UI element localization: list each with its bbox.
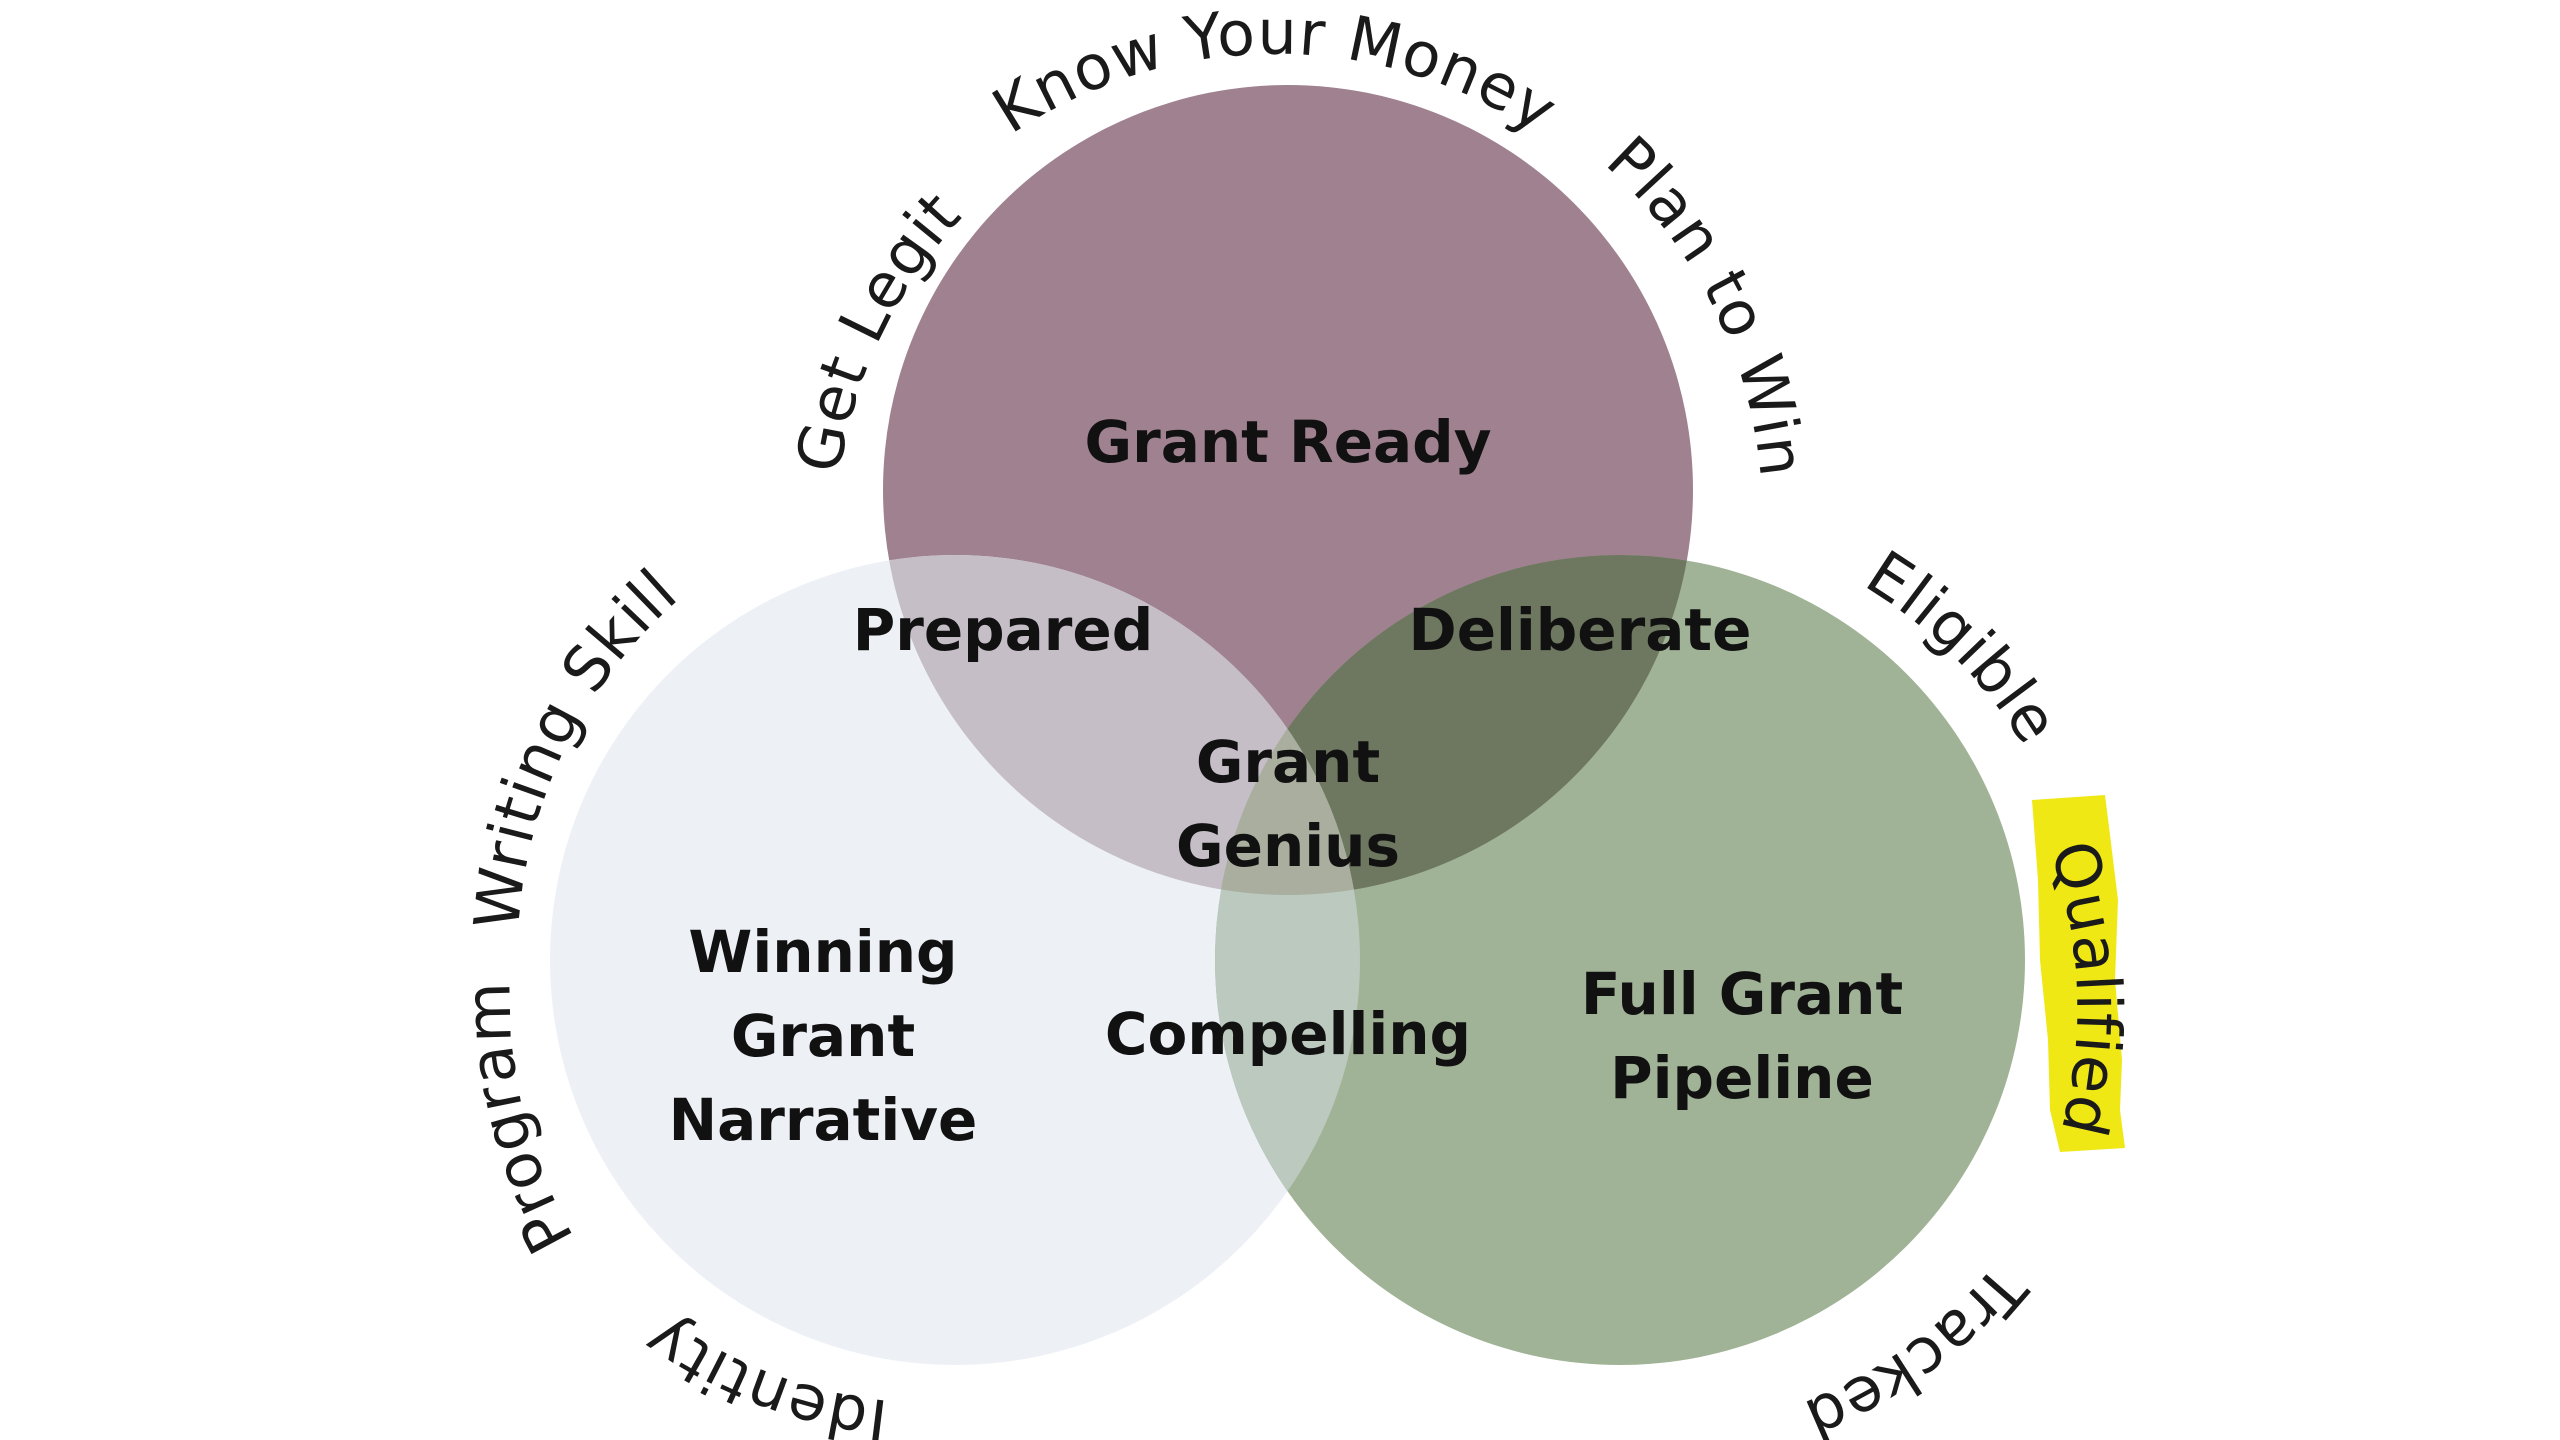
- overlap-ready-narrative: [883, 555, 1360, 895]
- winning-grant-narrative-line-3: Narrative: [669, 1086, 978, 1154]
- grant-genius-line-2: Genius: [1176, 812, 1400, 880]
- compelling-label: Compelling: [1105, 1000, 1471, 1068]
- grant-ready-title: Grant Ready: [1084, 408, 1491, 476]
- winning-grant-narrative-line-2: Grant: [731, 1002, 915, 1070]
- full-grant-pipeline-line-2: Pipeline: [1610, 1044, 1874, 1112]
- full-grant-pipeline-line-1: Full Grant: [1581, 960, 1903, 1028]
- overlap-ready-pipeline: [1215, 555, 1693, 895]
- grant-genius-line-1: Grant: [1196, 728, 1380, 796]
- highlight-mark: [2032, 795, 2125, 1152]
- prepared-label: Prepared: [853, 596, 1154, 664]
- deliberate-label: Deliberate: [1409, 596, 1752, 664]
- winning-grant-narrative-line-1: Winning: [688, 918, 957, 986]
